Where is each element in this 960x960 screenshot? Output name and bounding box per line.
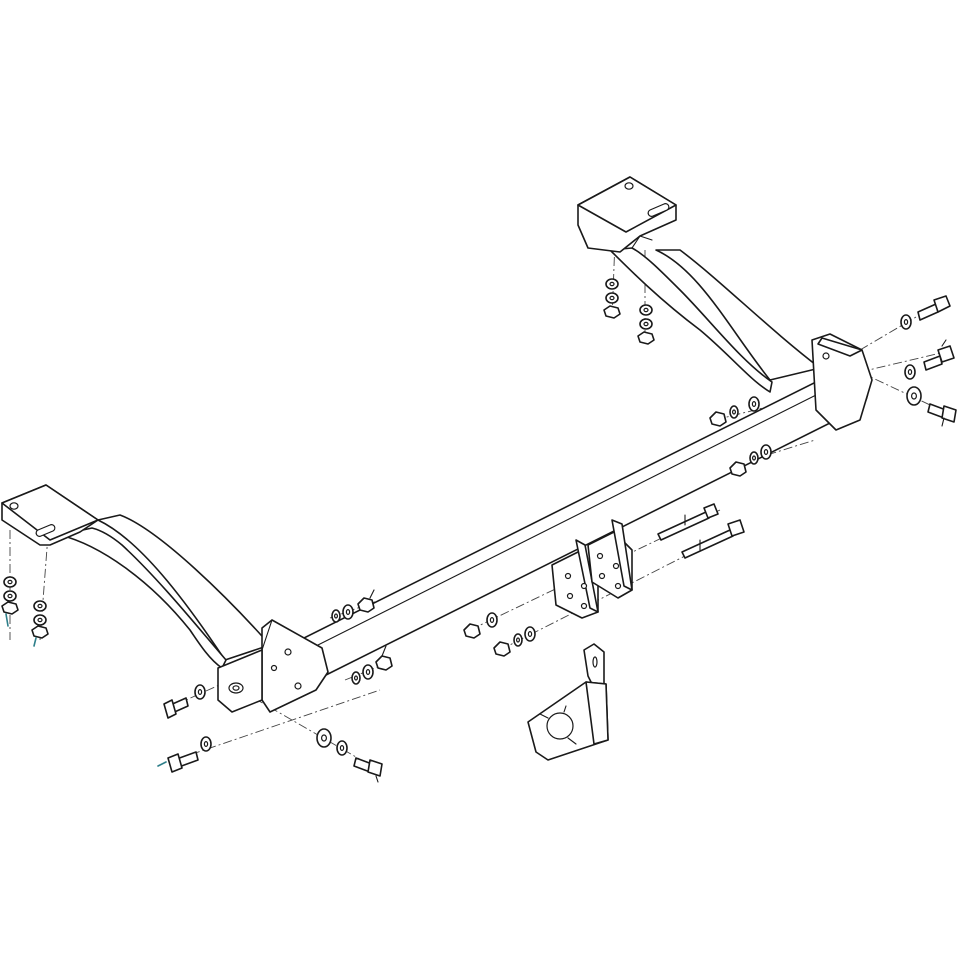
- left-mounting-bracket: [1, 484, 271, 669]
- right-mounting-bracket: [577, 176, 821, 393]
- tow-ball-mounting-plate: [551, 519, 633, 619]
- nuts: [1, 305, 747, 671]
- washers: [3, 278, 922, 756]
- bolts: [157, 295, 957, 783]
- crossbar-tube: [299, 368, 869, 679]
- right-end-plate: [811, 333, 873, 431]
- electrical-socket-bracket: [527, 643, 609, 761]
- assembly-axis-lines: [9, 239, 946, 769]
- left-end-plate: [217, 619, 329, 713]
